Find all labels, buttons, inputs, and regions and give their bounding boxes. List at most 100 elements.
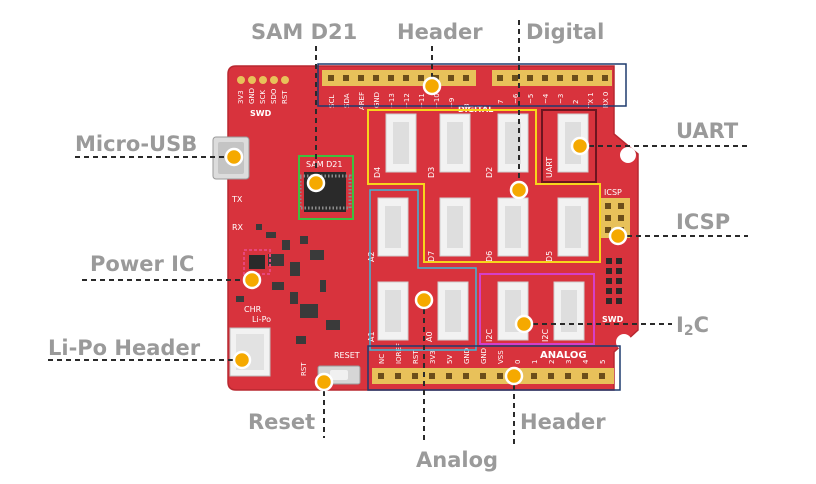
swd-right-label: SWD — [602, 315, 624, 324]
swd-right-pads — [606, 258, 622, 304]
chr-label: CHR — [244, 305, 262, 314]
rst-silk-label: RST — [300, 362, 308, 376]
pin-label: 3V3 — [429, 350, 437, 364]
dot-power-ic — [242, 270, 262, 290]
reset-silk-label: RESET — [334, 351, 360, 360]
callout-i2c: I2C — [676, 313, 709, 339]
dot-reset — [314, 372, 334, 392]
pin-label: 0 — [514, 360, 522, 364]
callout-digital: Digital — [526, 20, 605, 44]
pin-label: ~6 — [512, 93, 520, 104]
pin-label: SCL — [328, 95, 336, 108]
i2c-highlight — [479, 273, 595, 345]
grove-label: D7 — [427, 251, 436, 262]
pin-label: NC — [378, 354, 386, 364]
pin-label: GND — [480, 348, 488, 364]
grove-label: D5 — [545, 251, 554, 262]
pin-label: 1 — [531, 360, 539, 364]
uart-highlight — [541, 109, 597, 183]
sam-d21-highlight — [298, 155, 354, 220]
analog-highlight — [369, 189, 477, 351]
grove-label: I2C — [485, 329, 494, 342]
dot-micro-usb — [224, 147, 244, 167]
pin-label: RX 0 — [602, 92, 610, 108]
dot-digital — [509, 180, 529, 200]
grove-label: A0 — [425, 331, 434, 342]
callout-micro-usb: Micro-USB — [75, 132, 198, 156]
mount-hole-bottom-right — [616, 334, 632, 350]
dot-uart — [570, 136, 590, 156]
pin-label: GND — [373, 92, 381, 108]
i2c-text-end: C — [693, 313, 709, 337]
smd-components — [236, 224, 340, 344]
pin-label: 5 — [599, 360, 607, 364]
dot-header-bottom — [504, 366, 524, 386]
pin-label: RST — [281, 90, 289, 104]
top-left-pin-labels: 3V3 GND SCK SDO RST — [237, 88, 289, 104]
grove-labels: D4 D3 D2 UART A2 D7 D6 D5 A1 A0 I2C I2C — [367, 157, 554, 342]
pin-label: 7 — [497, 100, 505, 104]
pin-label: RST — [412, 350, 420, 364]
swd-top-label: SWD — [250, 109, 272, 118]
grove-label: UART — [545, 157, 554, 178]
mount-hole-top-right — [620, 147, 636, 163]
callout-lipo-header: Li-Po Header — [48, 336, 201, 360]
callout-reset: Reset — [248, 410, 316, 434]
analog-silk-label: ANALOG — [540, 350, 587, 361]
pin-label: ~10 — [433, 93, 441, 108]
callout-header-top: Header — [397, 20, 483, 44]
pin-label: ~5 — [527, 94, 535, 104]
rx-label: RX — [232, 223, 244, 232]
dot-analog — [414, 290, 434, 310]
top-header-left — [322, 70, 476, 86]
callout-icsp: ICSP — [676, 210, 731, 234]
digital-highlight — [367, 109, 601, 263]
pin-label: GND — [248, 88, 256, 104]
grove-label: D2 — [485, 167, 494, 178]
pin-label: SDO — [270, 88, 278, 104]
top-header-highlight — [317, 63, 627, 107]
callout-uart: UART — [676, 119, 739, 143]
grove-label: D4 — [373, 167, 382, 178]
dot-header-top — [422, 76, 442, 96]
i2c-text: I — [676, 313, 684, 337]
chip-label: SAM D21 — [306, 160, 342, 169]
pin-label: SDA — [343, 93, 351, 108]
pin-label: 2 — [572, 100, 580, 104]
grove-label: A1 — [367, 331, 376, 342]
top-left-pads — [237, 76, 289, 84]
dot-icsp — [608, 226, 628, 246]
grove-label: D3 — [427, 167, 436, 178]
grove-label: A2 — [367, 251, 376, 262]
pin-label: 2 — [548, 360, 556, 364]
grove-label: I2C — [541, 329, 550, 342]
bottom-header — [372, 368, 614, 384]
pin-label: 5V — [446, 355, 454, 364]
top-header-pin-labels: SCL SDA AREF GND ~13 ~12 ~11 ~10 ~9 8 7 … — [328, 92, 610, 110]
pin-label: SCK — [259, 90, 267, 104]
grove-label: D6 — [485, 251, 494, 262]
lipo-connector — [229, 327, 271, 377]
dot-sam-d21 — [306, 173, 326, 193]
pin-label: ~12 — [403, 93, 411, 108]
pin-label: AREF — [358, 92, 366, 110]
pin-label: 3 — [565, 360, 573, 364]
lipo-label: Li-Po — [252, 315, 271, 324]
leader-lines — [48, 20, 748, 444]
pin-label: VSS — [497, 350, 505, 364]
callout-analog: Analog — [416, 448, 499, 472]
icsp-silk-label: ICSP — [604, 188, 622, 197]
pin-label: 3V3 — [237, 90, 245, 104]
bottom-header-pin-labels: NC IOREF RST 3V3 5V GND GND VSS 0 1 2 3 … — [378, 343, 607, 364]
pin-label: ~11 — [418, 93, 426, 108]
pin-label: IOREF — [395, 343, 403, 364]
pin-label: ~9 — [448, 98, 456, 108]
dot-lipo — [232, 350, 252, 370]
dot-i2c — [514, 314, 534, 334]
tx-label: TX — [231, 195, 243, 204]
top-header-right — [492, 70, 612, 86]
pin-label: GND — [463, 348, 471, 364]
bottom-header-highlight — [367, 345, 621, 391]
pin-label: ~13 — [388, 93, 396, 108]
